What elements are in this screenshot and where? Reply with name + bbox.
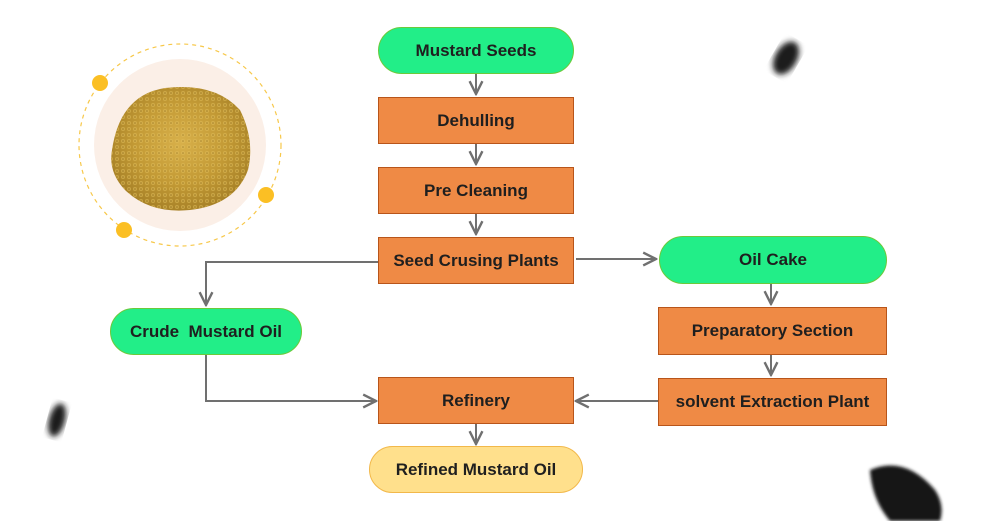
arrow-crushing-to-crude bbox=[206, 261, 378, 305]
mustard-seed-pile-icon bbox=[78, 43, 282, 247]
node-seed-crushing-plants: Seed Crusing Plants bbox=[378, 237, 574, 284]
node-crude-mustard-oil: Crude Mustard Oil bbox=[110, 308, 302, 355]
node-oil-cake: Oil Cake bbox=[659, 236, 887, 284]
node-dehulling: Dehulling bbox=[378, 97, 574, 144]
node-refined-mustard-oil: Refined Mustard Oil bbox=[369, 446, 583, 493]
node-refinery: Refinery bbox=[378, 377, 574, 424]
arrow-crude-to-refinery bbox=[205, 355, 376, 401]
black-seed-icon bbox=[48, 41, 942, 521]
node-preparatory-section: Preparatory Section bbox=[658, 307, 887, 355]
node-mustard-seeds: Mustard Seeds bbox=[378, 27, 574, 74]
node-solvent-extraction-plant: solvent Extraction Plant bbox=[658, 378, 887, 426]
node-pre-cleaning: Pre Cleaning bbox=[378, 167, 574, 214]
